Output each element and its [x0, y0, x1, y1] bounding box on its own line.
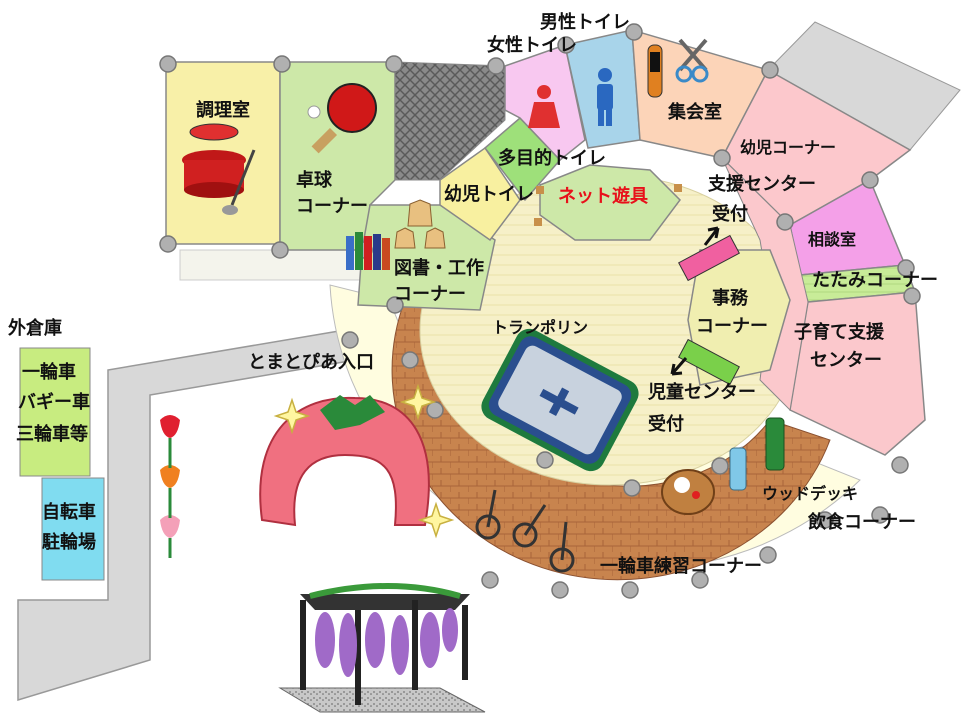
label-bicycle-parking-2: 駐輪場 [42, 532, 96, 553]
label-kids-center-reception-2: 受付 [648, 414, 684, 435]
label-entrance: とまとぴあ入口 [248, 352, 374, 373]
label-net-play: ネット遊具 [558, 186, 648, 207]
label-unicycle-practice: 一輪車練習コーナー [600, 556, 762, 577]
office-room [687, 249, 791, 386]
label-table-tennis-2: コーナー [296, 196, 368, 217]
label-office-2: コーナー [696, 316, 768, 337]
label-parenting-center-1: 子育て支援 [794, 322, 884, 343]
label-assembly-room: 集会室 [668, 102, 722, 123]
storage-area [394, 61, 506, 181]
unicycle-icon [475, 489, 575, 573]
paddle-icon [307, 83, 377, 154]
label-outer-storage: 外倉庫 [8, 318, 62, 339]
label-mens-toilet: 男性トイレ [540, 12, 630, 33]
kids-center-reception-sign [670, 338, 740, 386]
label-office-1: 事務 [712, 288, 748, 309]
label-cooking-room: 調理室 [196, 100, 250, 121]
label-support-reception-1: 支援センター [708, 174, 816, 195]
label-womens-toilet: 女性トイレ [487, 35, 577, 56]
wisteria-pergola-icon [278, 583, 486, 713]
pot-icon [182, 123, 256, 215]
label-trampoline: トランポリン [492, 318, 589, 337]
books-icon [346, 232, 390, 270]
label-storage-items-2: バギー車 [18, 392, 90, 413]
shogi-icon [394, 199, 446, 249]
sparkle-icons [273, 383, 455, 539]
female-toilet-icon [528, 85, 560, 128]
wall-nodes [159, 23, 921, 599]
label-library-2: コーナー [394, 284, 466, 305]
label-eating-corner: 飲食コーナー [808, 512, 916, 533]
label-kids-toilet: 幼児トイレ [444, 184, 534, 205]
parenting-center-room [789, 291, 926, 456]
drink-bottles-icon [729, 417, 785, 491]
storage-top [19, 347, 91, 477]
label-consultation-room: 相談室 [808, 230, 857, 249]
trampoline [481, 328, 639, 472]
label-parenting-center-2: センター [810, 350, 882, 371]
label-bicycle-parking-1: 自転車 [42, 502, 96, 523]
bento-icon [661, 469, 715, 515]
label-table-tennis-1: 卓球 [296, 170, 332, 191]
support-reception-sign [678, 226, 740, 282]
label-library-1: 図書・工作 [394, 258, 484, 279]
scissors-icon [647, 38, 709, 98]
label-storage-items-3: 三輪車等 [16, 424, 88, 445]
label-tatami-corner: たたみコーナー [812, 270, 938, 291]
label-kids-center-reception-1: 児童センター [648, 382, 756, 403]
net-play-area [539, 164, 681, 241]
label-storage-items-1: 一輪車 [22, 362, 76, 383]
male-toilet-icon [597, 68, 613, 126]
label-wood-deck: ウッドデッキ [762, 484, 859, 503]
label-support-reception-2: 受付 [712, 204, 748, 225]
kids-toilet-room [439, 146, 521, 242]
label-multipurpose-toilet: 多目的トイレ [498, 148, 606, 169]
tulip-icon [160, 415, 180, 558]
bicycle-parking [41, 477, 105, 581]
label-infant-corner: 幼児コーナー [740, 138, 837, 157]
